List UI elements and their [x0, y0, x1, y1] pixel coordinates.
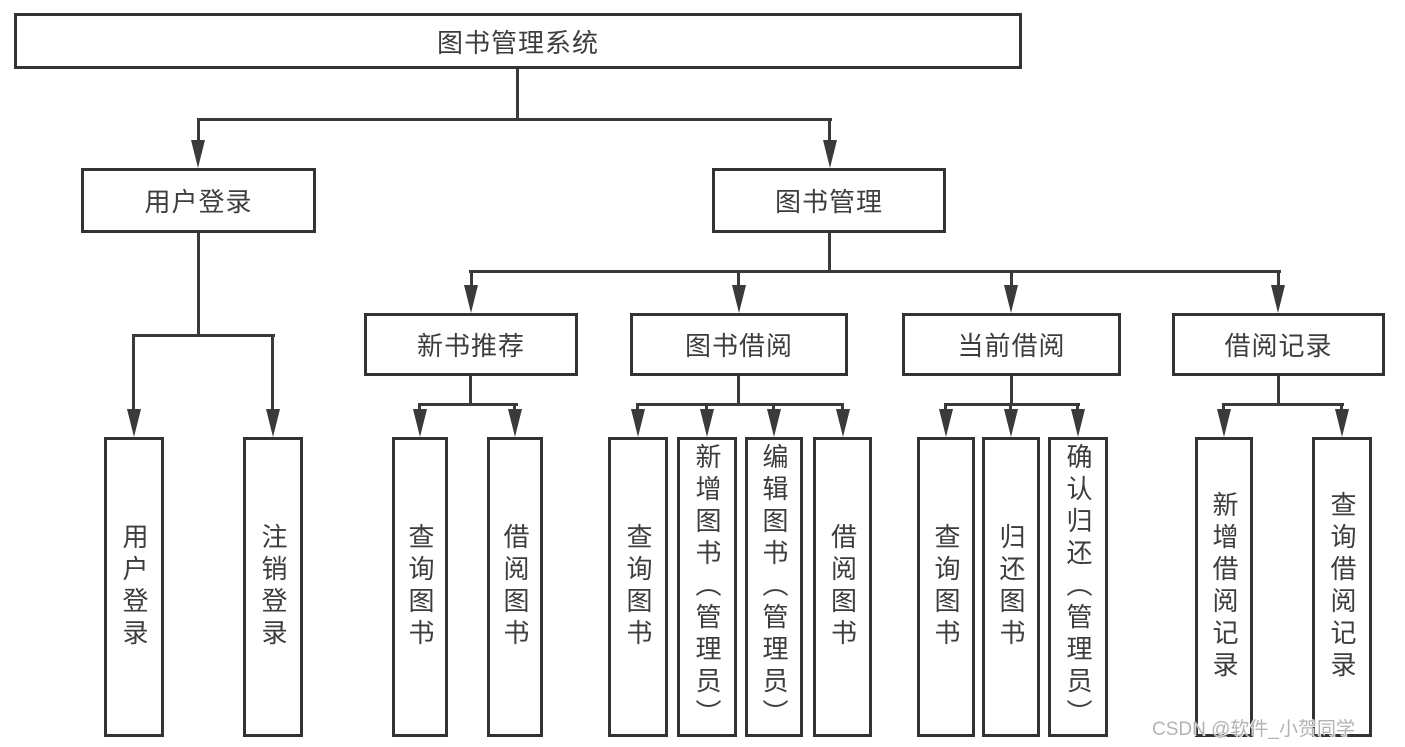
leaf-borrow-query-book: 查询图书: [608, 437, 668, 737]
connector-drop: [944, 403, 947, 413]
connector-drop: [636, 403, 639, 413]
arrow-down-icon: [508, 409, 522, 437]
leaf-current-query-book: 查询图书: [917, 437, 975, 737]
leaf-borrow-borrow-book: 借阅图书: [813, 437, 872, 737]
connector-drop: [132, 334, 135, 414]
arrow-down-icon: [732, 285, 746, 313]
leaf-records-query-record: 查询借阅记录: [1312, 437, 1372, 737]
leaf-current-return-book: 归还图书: [982, 437, 1040, 737]
connector-drop: [513, 403, 516, 413]
connector-drop: [1277, 270, 1280, 288]
arrow-down-icon: [823, 140, 837, 168]
node-borrow-records: 借阅记录: [1172, 313, 1385, 376]
arrow-down-icon: [1004, 285, 1018, 313]
node-book-management: 图书管理: [712, 168, 946, 233]
connector-root-stub: [516, 68, 519, 120]
node-library-management-system: 图书管理系统: [14, 13, 1022, 69]
connector-drop: [271, 334, 274, 414]
leaf-label: 查询图书: [405, 523, 435, 651]
connector-drop: [1222, 403, 1225, 413]
leaf-label: 借阅图书: [827, 523, 858, 651]
connector-userlogin-stub: [197, 233, 200, 337]
connector-currentborrow-stub: [1010, 376, 1013, 405]
arrow-down-icon: [1271, 285, 1285, 313]
arrow-down-icon: [1071, 409, 1085, 437]
connector-bookborrow-horizontal: [636, 403, 844, 406]
leaf-label: 查询借阅记录: [1327, 491, 1357, 683]
leaf-label: 查询图书: [623, 523, 653, 651]
connector-drop: [418, 403, 421, 413]
arrow-down-icon: [836, 409, 850, 437]
arrow-down-icon: [266, 409, 280, 437]
connector-drop: [828, 118, 831, 146]
arrow-down-icon: [939, 409, 953, 437]
connector-newbook-stub: [469, 376, 472, 405]
node-user-login: 用户登录: [81, 168, 316, 233]
arrow-down-icon: [464, 285, 478, 313]
arrow-down-icon: [631, 409, 645, 437]
connector-drop: [470, 270, 473, 288]
arrow-down-icon: [700, 409, 714, 437]
leaf-label: 查询图书: [931, 523, 961, 651]
node-book-borrow: 图书借阅: [630, 313, 848, 376]
leaf-borrow-edit-book-admin: 编辑图书（管理员）: [745, 437, 803, 737]
connector-records-stub: [1277, 376, 1280, 405]
connector-drop: [1010, 270, 1013, 288]
leaf-label: 确认归还（管理员）: [1063, 443, 1093, 731]
leaf-newbook-borrow-book: 借阅图书: [487, 437, 543, 737]
connector-drop: [841, 403, 844, 413]
leaf-user-login: 用户登录: [104, 437, 164, 737]
connector-drop: [197, 118, 200, 146]
leaf-label: 用户登录: [119, 523, 149, 651]
arrow-down-icon: [1335, 409, 1349, 437]
connector-drop: [1076, 403, 1079, 413]
connector-root-horizontal: [197, 118, 832, 121]
leaf-newbook-query-book: 查询图书: [392, 437, 448, 737]
connector-bookmgmt-stub: [828, 233, 831, 273]
leaf-logout: 注销登录: [243, 437, 303, 737]
node-current-borrow: 当前借阅: [902, 313, 1121, 376]
connector-records-horizontal: [1222, 403, 1344, 406]
connector-drop: [705, 403, 708, 413]
leaf-label: 借阅图书: [500, 523, 530, 651]
connector-bookborrow-stub: [737, 376, 740, 405]
connector-userlogin-horizontal: [132, 334, 275, 337]
connector-currentborrow-horizontal: [944, 403, 1080, 406]
arrow-down-icon: [1217, 409, 1231, 437]
arrow-down-icon: [127, 409, 141, 437]
leaf-label: 归还图书: [996, 523, 1026, 651]
arrow-down-icon: [413, 409, 427, 437]
connector-drop: [1009, 403, 1012, 413]
leaf-label: 新增图书（管理员）: [692, 443, 722, 731]
leaf-label: 新增借阅记录: [1209, 491, 1239, 683]
arrow-down-icon: [1004, 409, 1018, 437]
connector-drop: [1340, 403, 1343, 413]
node-new-book-recommend: 新书推荐: [364, 313, 578, 376]
arrow-down-icon: [191, 140, 205, 168]
leaf-label: 注销登录: [258, 523, 288, 651]
arrow-down-icon: [767, 409, 781, 437]
connector-newbook-horizontal: [418, 403, 518, 406]
watermark: CSDN @软件_小贺同学: [1152, 719, 1355, 740]
connector-drop: [737, 270, 740, 288]
leaf-current-confirm-return-admin: 确认归还（管理员）: [1048, 437, 1108, 737]
leaf-borrow-add-book-admin: 新增图书（管理员）: [677, 437, 737, 737]
leaf-records-add-record: 新增借阅记录: [1195, 437, 1253, 737]
leaf-label: 编辑图书（管理员）: [759, 443, 789, 731]
connector-bookmgmt-horizontal: [469, 270, 1281, 273]
connector-drop: [772, 403, 775, 413]
